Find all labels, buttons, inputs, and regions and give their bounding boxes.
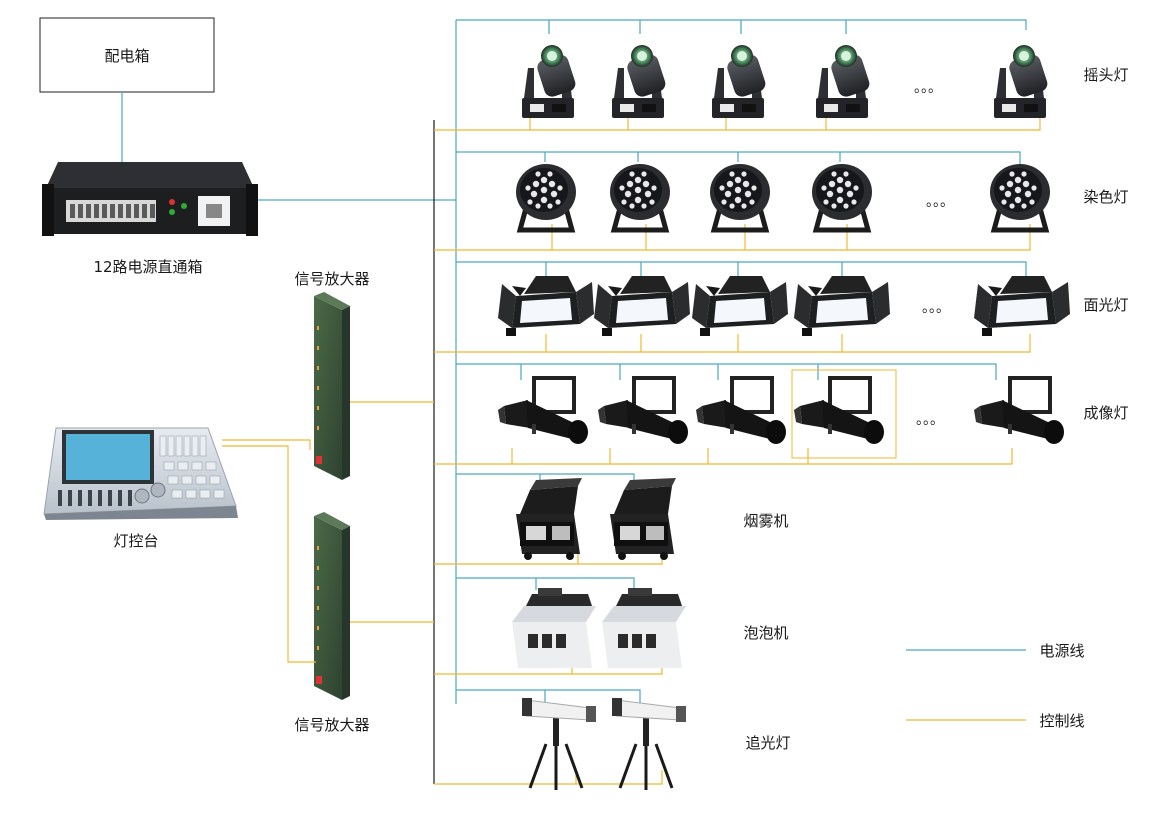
fixture-label-profile: 成像灯 [1083, 404, 1128, 422]
par-light-icon [710, 164, 770, 230]
profile-spot-icon [694, 376, 788, 446]
amplifier-bottom-label: 信号放大器 [294, 716, 369, 734]
fog-machine-icon [610, 478, 676, 560]
moving-head-icon [816, 45, 872, 118]
ellipsis: 。。。 [922, 300, 950, 316]
ellipsis: 。。。 [914, 80, 942, 96]
fog-machine-icon [516, 478, 582, 560]
bubble-machine-icon [512, 588, 596, 668]
profile-spot-icon [496, 376, 590, 446]
profile-spot-icon [972, 376, 1066, 446]
moving-head-icon [522, 45, 578, 118]
legend-control-label: 控制线 [1039, 712, 1084, 730]
console-label: 灯控台 [113, 532, 158, 550]
fixture-row-fog: 烟雾机 [516, 478, 789, 560]
flood-light-icon [692, 276, 788, 336]
follow-spot-icon [520, 696, 598, 792]
flood-light-icon [594, 276, 690, 336]
par-light-icon [990, 164, 1050, 230]
power-box-label: 12路电源直通箱 [93, 258, 202, 276]
fixture-label-follow: 追光灯 [745, 734, 790, 752]
fixture-row-moving-head: 。。。 摇头灯 [522, 45, 1129, 118]
fixture-label-flood: 面光灯 [1083, 296, 1128, 314]
fixture-label-par: 染色灯 [1083, 188, 1128, 206]
par-light-icon [812, 164, 872, 230]
fixture-row-follow: 追光灯 [520, 696, 791, 792]
fixture-label-bubble: 泡泡机 [743, 624, 788, 642]
par-light-icon [516, 164, 576, 230]
ellipsis: 。。。 [916, 412, 944, 428]
legend-power-label: 电源线 [1039, 642, 1084, 660]
flood-light-icon [794, 276, 890, 336]
control-bus [222, 112, 1041, 785]
ellipsis: 。。。 [926, 194, 954, 210]
fixture-label-fog: 烟雾机 [743, 512, 788, 530]
profile-spot-icon [596, 376, 690, 446]
bubble-machine-icon [602, 588, 686, 668]
lighting-console-icon [43, 427, 238, 520]
distribution-box-label: 配电箱 [104, 47, 149, 65]
flood-light-icon [498, 276, 594, 336]
moving-head-icon [712, 45, 768, 118]
fixture-label-moving-head: 摇头灯 [1083, 66, 1128, 84]
fixture-row-bubble: 泡泡机 [512, 588, 789, 668]
moving-head-icon [612, 45, 668, 118]
amplifier-top-label: 信号放大器 [294, 270, 369, 288]
fixture-row-profile: 。。。 成像灯 [496, 376, 1129, 446]
legend: 电源线 控制线 [906, 642, 1085, 730]
signal-amplifier-icon [314, 512, 350, 700]
moving-head-icon [994, 45, 1050, 118]
power-distribution-rack-icon [42, 162, 258, 236]
par-light-icon [610, 164, 670, 230]
signal-amplifier-icon [314, 292, 350, 480]
fixture-row-flood: 。。。 面光灯 [498, 276, 1129, 336]
distribution-box [39, 17, 215, 93]
flood-light-icon [974, 276, 1070, 336]
follow-spot-icon [610, 696, 688, 792]
fixture-row-par: 。。。 染色灯 [516, 164, 1129, 230]
profile-spot-icon [792, 376, 886, 446]
